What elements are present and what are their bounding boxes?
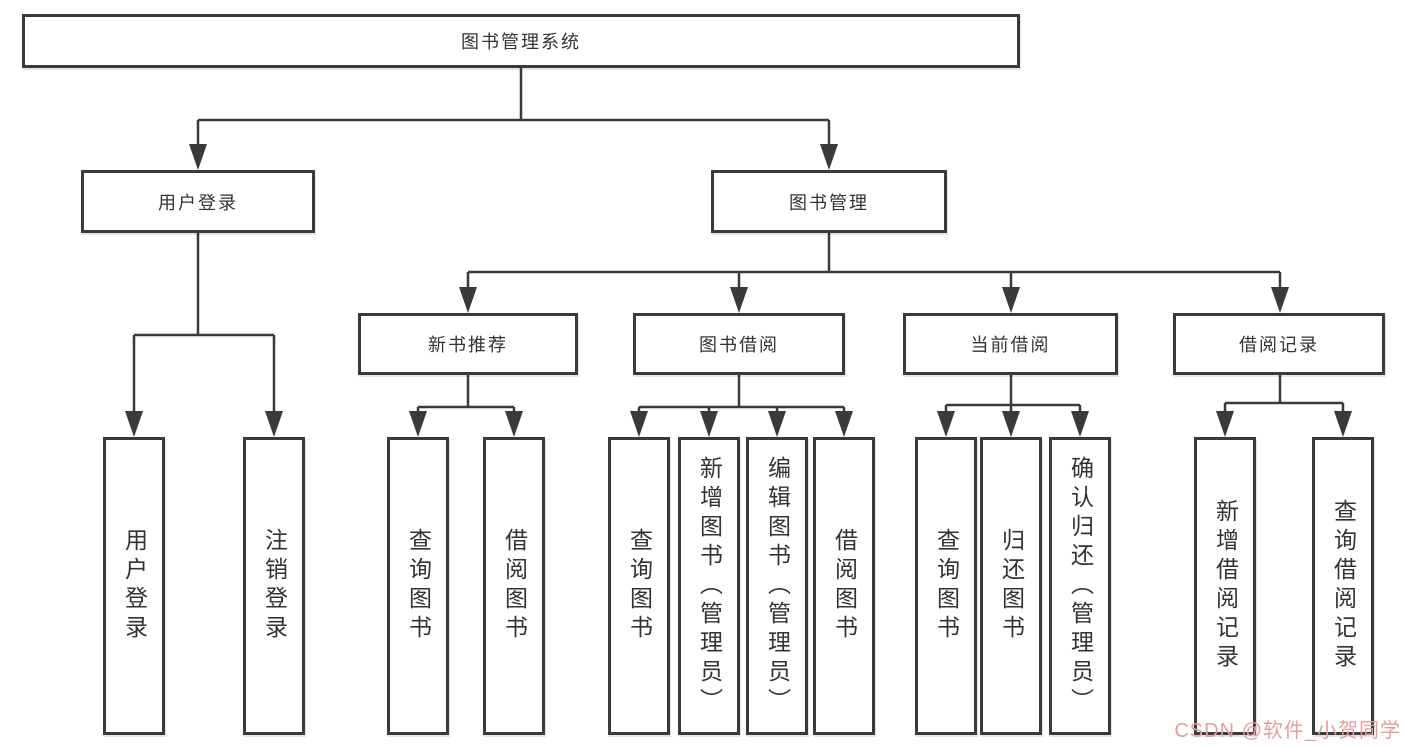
leaf-bb-add-books-admin-label: 新增图书（管理员）: [696, 455, 723, 717]
leaf-user-login-label: 用户登录: [121, 528, 148, 644]
arrow-down-icon: [700, 411, 718, 437]
leaf-nbr-borrow-books: 借阅图书: [483, 437, 545, 735]
arrow-down-icon: [730, 287, 748, 313]
edge-newbookrec-to-leaves: [416, 375, 516, 416]
leaf-cb-return-books-label: 归还图书: [998, 528, 1025, 644]
edge-root-to-level2: [196, 68, 831, 150]
leaf-cb-return-books: 归还图书: [980, 437, 1042, 735]
node-book-borrow-label: 图书借阅: [699, 335, 779, 355]
leaf-cb-query-books: 查询图书: [915, 437, 977, 735]
node-new-book-recommend-label: 新书推荐: [428, 335, 508, 355]
leaf-cb-confirm-return-admin: 确认归还（管理员）: [1049, 437, 1111, 735]
arrow-down-icon: [820, 144, 838, 170]
edge-bookmgmt-to-level3: [466, 233, 1282, 292]
leaf-br-query-record-label: 查询借阅记录: [1330, 499, 1357, 673]
edge-borrowrecords-to-leaves: [1223, 375, 1345, 416]
leaf-cb-query-books-label: 查询图书: [933, 528, 960, 644]
arrow-down-icon: [1002, 287, 1020, 313]
node-borrow-records: 借阅记录: [1173, 313, 1385, 375]
arrow-down-icon: [189, 144, 207, 170]
leaf-logout: 注销登录: [243, 437, 305, 735]
edge-bookborrow-to-leaves: [637, 375, 846, 416]
leaf-bb-borrow-books: 借阅图书: [813, 437, 875, 735]
leaf-nbr-query-books: 查询图书: [387, 437, 449, 735]
node-current-borrow: 当前借阅: [903, 313, 1118, 375]
node-user-login-label: 用户登录: [158, 192, 238, 213]
arrow-down-icon: [459, 287, 477, 313]
node-new-book-recommend: 新书推荐: [358, 313, 578, 375]
leaf-user-login: 用户登录: [103, 437, 165, 735]
arrow-down-icon: [768, 411, 786, 437]
leaf-bb-edit-books-admin: 编辑图书（管理员）: [746, 437, 808, 735]
edge-userlogin-to-leaves: [132, 233, 276, 416]
arrow-down-icon: [409, 411, 427, 437]
csdn-watermark: CSDN @软件_小贺同学: [1174, 720, 1401, 742]
edge-currentborrow-to-leaves: [944, 375, 1082, 416]
leaf-bb-add-books-admin: 新增图书（管理员）: [678, 437, 740, 735]
leaf-cb-confirm-return-admin-label: 确认归还（管理员）: [1067, 455, 1094, 717]
node-current-borrow-label: 当前借阅: [970, 335, 1051, 355]
node-borrow-records-label: 借阅记录: [1239, 335, 1319, 355]
node-book-borrow: 图书借阅: [633, 313, 845, 375]
arrow-down-icon: [125, 411, 143, 437]
arrow-down-icon: [835, 411, 853, 437]
arrow-down-icon: [937, 411, 955, 437]
node-root-label: 图书管理系统: [461, 32, 581, 52]
leaf-br-add-record-label: 新增借阅记录: [1212, 499, 1239, 673]
leaf-bb-query-books: 查询图书: [608, 437, 670, 735]
leaf-nbr-query-books-label: 查询图书: [405, 528, 432, 644]
leaf-bb-edit-books-admin-label: 编辑图书（管理员）: [764, 455, 791, 717]
arrow-down-icon: [1002, 411, 1020, 437]
leaf-bb-borrow-books-label: 借阅图书: [831, 528, 858, 644]
node-user-login: 用户登录: [81, 170, 315, 233]
arrow-down-icon: [1071, 411, 1089, 437]
leaf-br-query-record: 查询借阅记录: [1312, 437, 1374, 735]
arrow-down-icon: [1271, 287, 1289, 313]
node-root: 图书管理系统: [22, 14, 1020, 68]
node-book-management: 图书管理: [711, 170, 947, 233]
arrow-down-icon: [505, 411, 523, 437]
leaf-bb-query-books-label: 查询图书: [626, 528, 653, 644]
leaf-logout-label: 注销登录: [261, 528, 288, 644]
arrow-down-icon: [1216, 411, 1234, 437]
leaf-nbr-borrow-books-label: 借阅图书: [501, 528, 528, 644]
arrow-down-icon: [265, 411, 283, 437]
arrow-down-icon: [1334, 411, 1352, 437]
leaf-br-add-record: 新增借阅记录: [1194, 437, 1256, 735]
arrow-down-icon: [630, 411, 648, 437]
node-book-management-label: 图书管理: [789, 192, 869, 213]
